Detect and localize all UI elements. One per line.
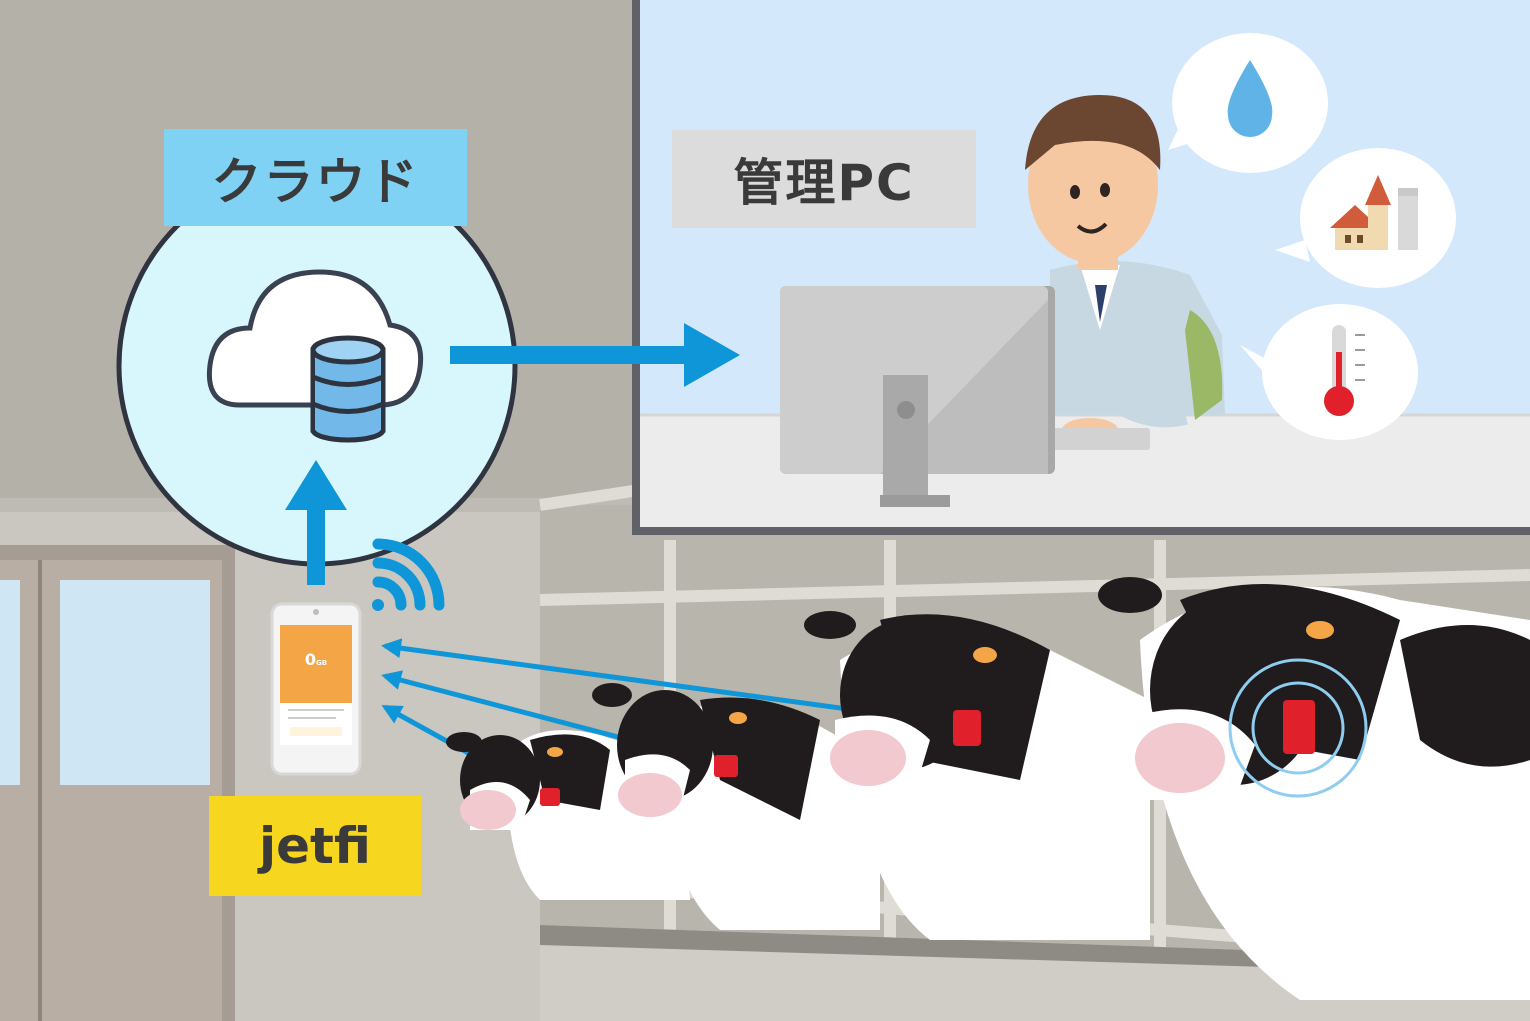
bubble-temperature	[1240, 304, 1418, 440]
door	[0, 545, 235, 1021]
thermometer-icon	[1324, 325, 1365, 416]
device-reading-unit: GB	[316, 659, 328, 667]
cow-3	[804, 611, 1150, 940]
cow-1	[446, 730, 690, 900]
bubble-barn	[1275, 148, 1456, 288]
operator	[1025, 95, 1225, 442]
cloud-label: クラウド	[164, 129, 467, 226]
cloud-to-pc-arrow	[450, 323, 740, 387]
cow-2	[592, 683, 880, 930]
device-to-cloud-arrow	[285, 460, 347, 585]
water-drop-icon	[1227, 60, 1273, 137]
bubble-water	[1168, 33, 1328, 173]
collar-sensor-icon	[1228, 658, 1368, 798]
cloud-node	[116, 165, 518, 567]
farm-barn-icon	[1330, 175, 1418, 250]
wifi-signal-icon	[372, 538, 445, 611]
database-icon	[310, 335, 386, 443]
device-screen-reading: 0GB	[280, 650, 352, 669]
management-pc-label: 管理PC	[672, 130, 976, 228]
device-reading-value: 0	[304, 650, 317, 669]
jetfi-label: jetfi	[209, 796, 421, 896]
cow-4	[1098, 577, 1530, 1000]
monitor	[780, 286, 1055, 507]
jetfi-device	[270, 602, 362, 776]
keyboard	[1050, 428, 1150, 450]
